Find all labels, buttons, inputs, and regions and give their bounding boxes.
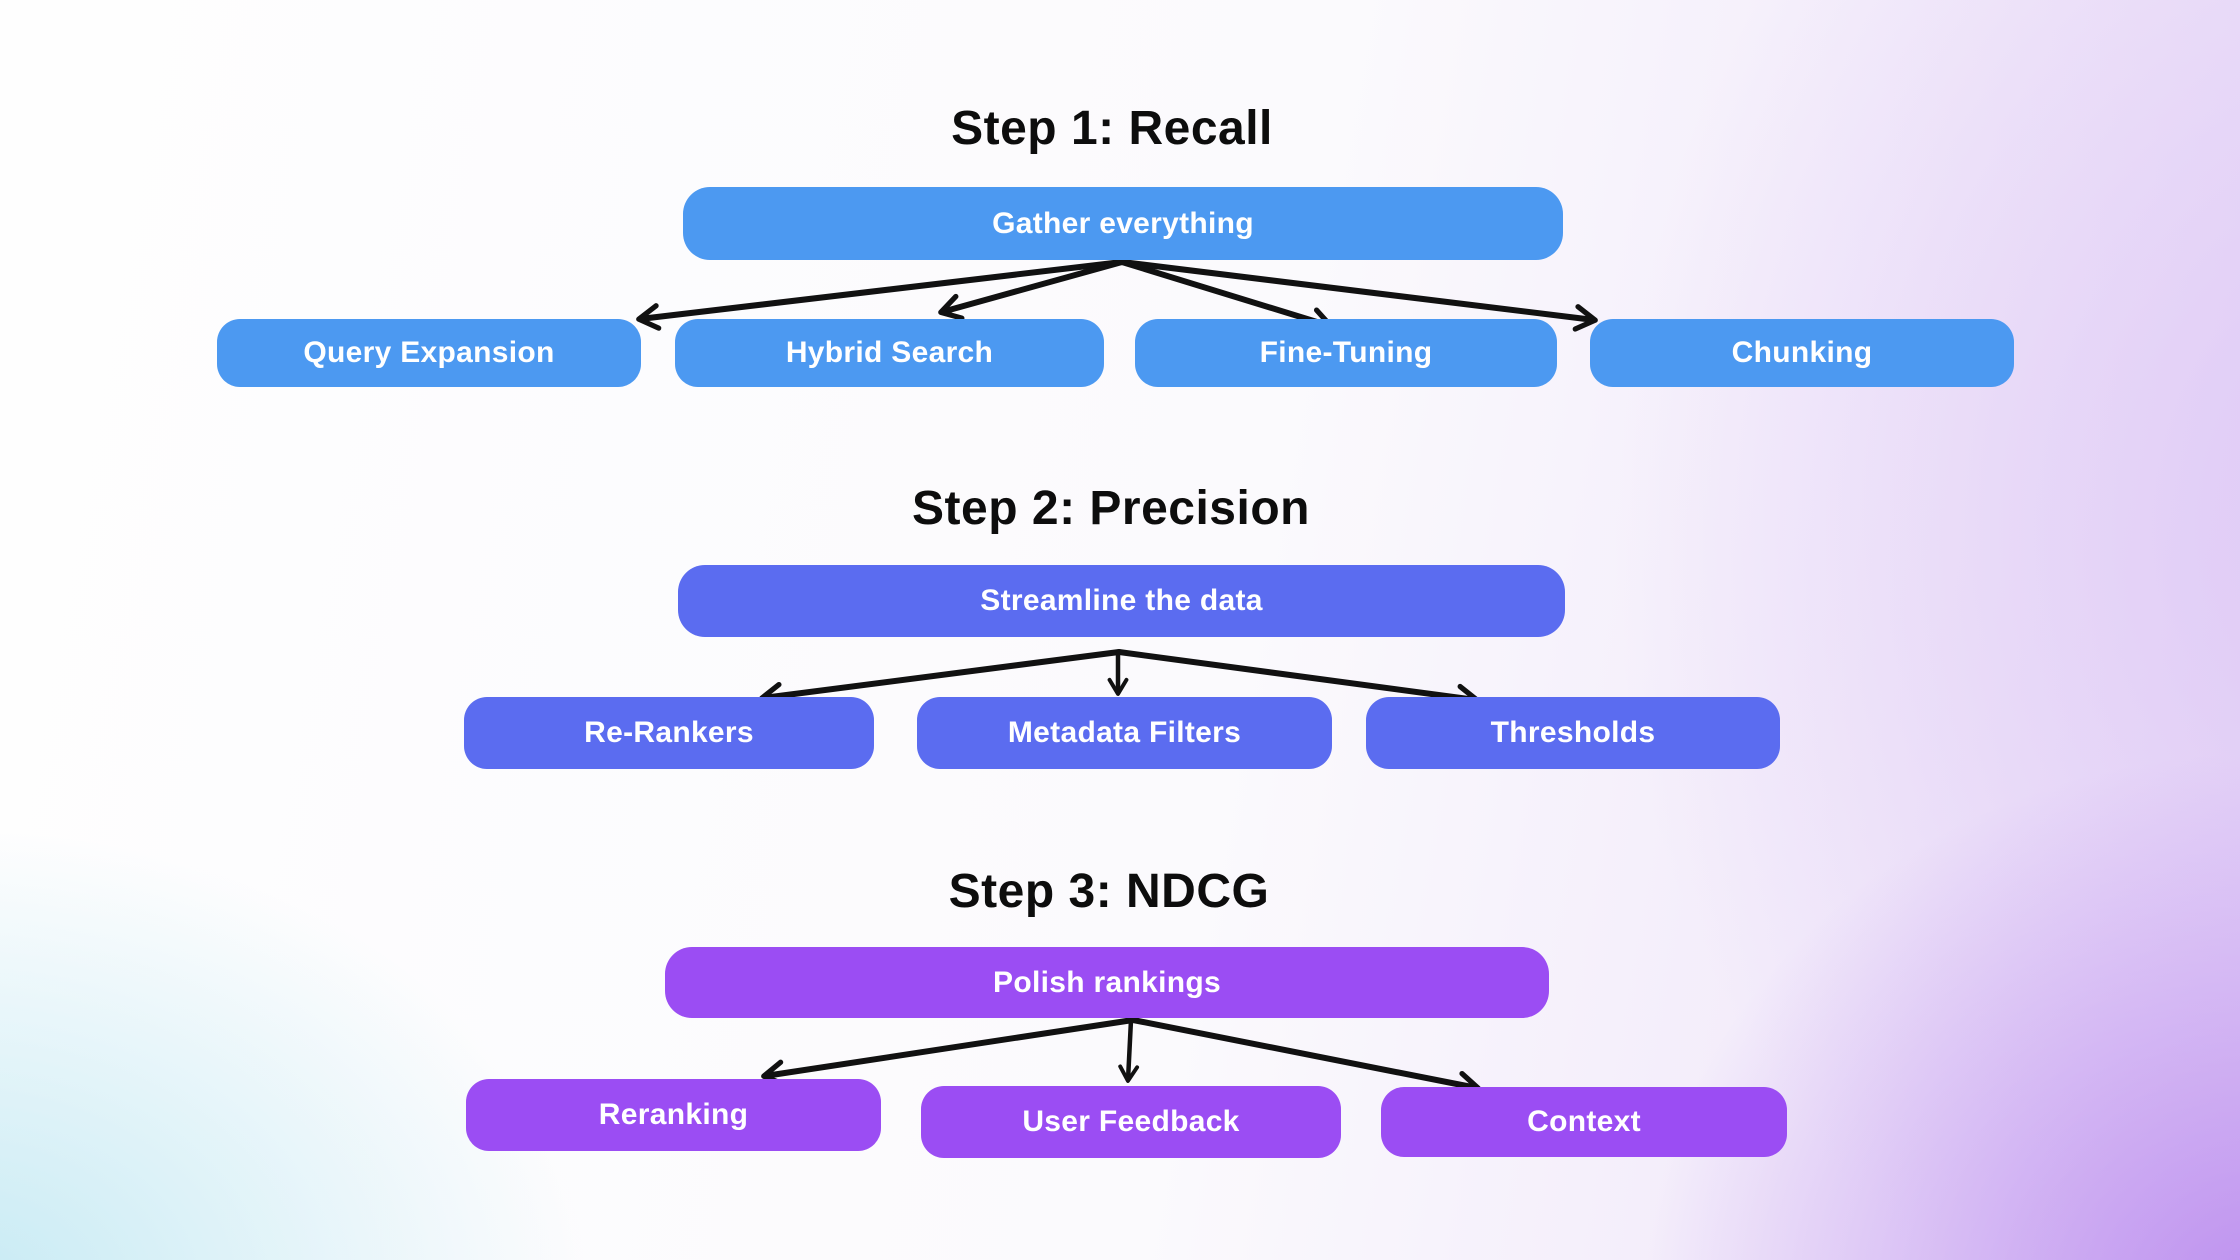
- step-3-title: Step 3: NDCG: [948, 865, 1270, 918]
- step-1-child-hybrid-search: Hybrid Search: [675, 319, 1104, 387]
- step-2-child-metadata-filters: Metadata Filters: [917, 697, 1332, 769]
- arrow-step3-to-user-feedback: [1118, 1017, 1140, 1083]
- step-2-child-thresholds: Thresholds: [1366, 697, 1780, 769]
- arrow-step1-to-hybrid-search: [938, 259, 1125, 321]
- step-3-child-user-feedback: User Feedback: [921, 1086, 1341, 1158]
- arrow-step2-to-re-rankers: [759, 649, 1122, 710]
- step-1-child-fine-tuning: Fine-Tuning: [1135, 319, 1557, 387]
- step-3-parent-node: Polish rankings: [665, 947, 1549, 1018]
- step-2-parent-node: Streamline the data: [678, 565, 1565, 637]
- arrow-step1-to-query-expansion: [636, 259, 1125, 331]
- step-1-title: Step 1: Recall: [951, 102, 1273, 155]
- arrow-step3-to-reranking: [761, 1017, 1136, 1088]
- step-1-parent-node: Gather everything: [683, 187, 1563, 260]
- arrow-step1-to-chunking: [1119, 259, 1598, 332]
- step-2-child-re-rankers: Re-Rankers: [464, 697, 874, 769]
- arrow-step1-to-fine-tuning: [1119, 259, 1334, 335]
- step-1-child-chunking: Chunking: [1590, 319, 2014, 387]
- step-1-child-query-expansion: Query Expansion: [217, 319, 641, 387]
- arrow-step3-to-context: [1130, 1017, 1481, 1099]
- arrow-step2-to-thresholds: [1116, 649, 1480, 712]
- step-2-title: Step 2: Precision: [912, 482, 1310, 535]
- step-3-child-reranking: Reranking: [466, 1079, 881, 1151]
- step-3-child-context: Context: [1381, 1087, 1787, 1157]
